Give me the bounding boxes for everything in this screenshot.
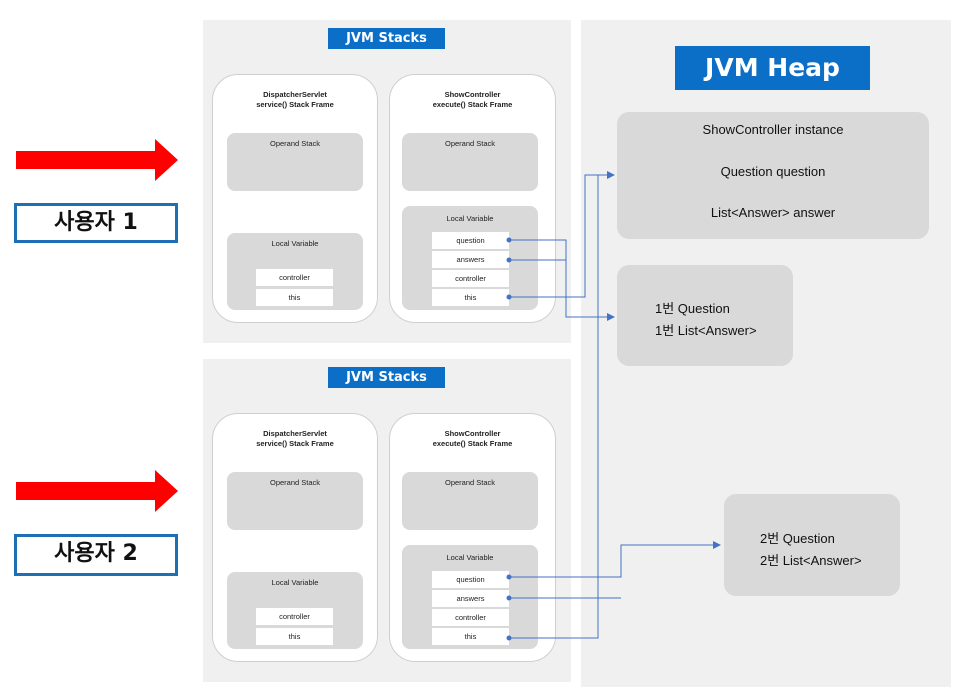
jvm-stacks-title-1: JVM Stacks bbox=[328, 28, 445, 49]
frame-title-line2: service() Stack Frame bbox=[256, 100, 334, 109]
var-controller: controller bbox=[432, 609, 509, 626]
heap-object-box-2: 2번 Question 2번 List<Answer> bbox=[724, 494, 900, 596]
var-this: this bbox=[256, 628, 333, 645]
heap-question-1: 1번 Question bbox=[655, 301, 730, 316]
var-controller: controller bbox=[256, 269, 333, 286]
connector-this-2-to-instance bbox=[509, 175, 599, 639]
connector-dot bbox=[506, 257, 512, 263]
operand-stack-box: Operand Stack bbox=[227, 472, 363, 530]
heap-question-2: 2번 Question bbox=[760, 531, 835, 546]
request-arrow-user-2 bbox=[16, 470, 178, 512]
local-variable-label: Local Variable bbox=[446, 214, 494, 223]
var-controller: controller bbox=[256, 608, 333, 625]
connector-question-2-to-heap bbox=[509, 541, 721, 578]
heap-list-answer-1: 1번 List<Answer> bbox=[655, 323, 757, 338]
operand-stack-box: Operand Stack bbox=[402, 133, 538, 191]
frame-title-line1: DispatcherServlet bbox=[263, 90, 327, 99]
instance-answer-field: List<Answer> answer bbox=[710, 205, 836, 220]
frame-title-line2: service() Stack Frame bbox=[256, 439, 334, 448]
connector-dot bbox=[506, 635, 512, 641]
request-arrow-user-1 bbox=[16, 139, 178, 181]
operand-stack-label: Operand Stack bbox=[269, 139, 321, 148]
connectors-frame-1 bbox=[509, 171, 615, 321]
frame-title-line1: DispatcherServlet bbox=[263, 429, 327, 438]
connectors-frame-2 bbox=[509, 175, 721, 639]
local-variable-label: Local Variable bbox=[271, 578, 319, 587]
operand-stack-label: Operand Stack bbox=[444, 139, 496, 148]
var-answers: answers bbox=[432, 251, 509, 268]
instance-question-field: Question question bbox=[720, 164, 826, 179]
connector-dot bbox=[506, 237, 512, 243]
var-question: question bbox=[432, 571, 509, 588]
connector-question-1-to-heap bbox=[509, 239, 615, 321]
user-1-label: 사용자 1 bbox=[14, 203, 178, 243]
connector-dot bbox=[506, 294, 512, 300]
connector-this-1-to-instance bbox=[509, 171, 615, 298]
frame-title-line1: ShowController bbox=[444, 90, 501, 99]
user-2-label: 사용자 2 bbox=[14, 534, 178, 576]
operand-stack-box: Operand Stack bbox=[227, 133, 363, 191]
local-variable-label: Local Variable bbox=[446, 553, 494, 562]
var-answers: answers bbox=[432, 590, 509, 607]
var-this: this bbox=[432, 289, 509, 306]
jvm-heap-title: JVM Heap bbox=[675, 46, 870, 90]
operand-stack-label: Operand Stack bbox=[444, 478, 496, 487]
frame-title-line1: ShowController bbox=[444, 429, 501, 438]
var-this: this bbox=[256, 289, 333, 306]
showcontroller-instance-box: ShowController instance Question questio… bbox=[617, 112, 929, 239]
var-controller: controller bbox=[432, 270, 509, 287]
var-this: this bbox=[432, 628, 509, 645]
connector-dots-frame-1 bbox=[506, 237, 512, 300]
operand-stack-box: Operand Stack bbox=[402, 472, 538, 530]
frame-title-line2: execute() Stack Frame bbox=[432, 439, 513, 448]
jvm-stacks-title-2: JVM Stacks bbox=[328, 367, 445, 388]
connector-dot bbox=[506, 574, 512, 580]
connector-dot bbox=[506, 595, 512, 601]
instance-label: ShowController instance bbox=[702, 122, 844, 137]
frame-title-line2: execute() Stack Frame bbox=[432, 100, 513, 109]
local-variable-label: Local Variable bbox=[271, 239, 319, 248]
connector-dots-frame-2 bbox=[506, 574, 512, 641]
heap-object-box-1: 1번 Question 1번 List<Answer> bbox=[617, 265, 793, 366]
heap-list-answer-2: 2번 List<Answer> bbox=[760, 553, 862, 568]
var-question: question bbox=[432, 232, 509, 249]
operand-stack-label: Operand Stack bbox=[269, 478, 321, 487]
